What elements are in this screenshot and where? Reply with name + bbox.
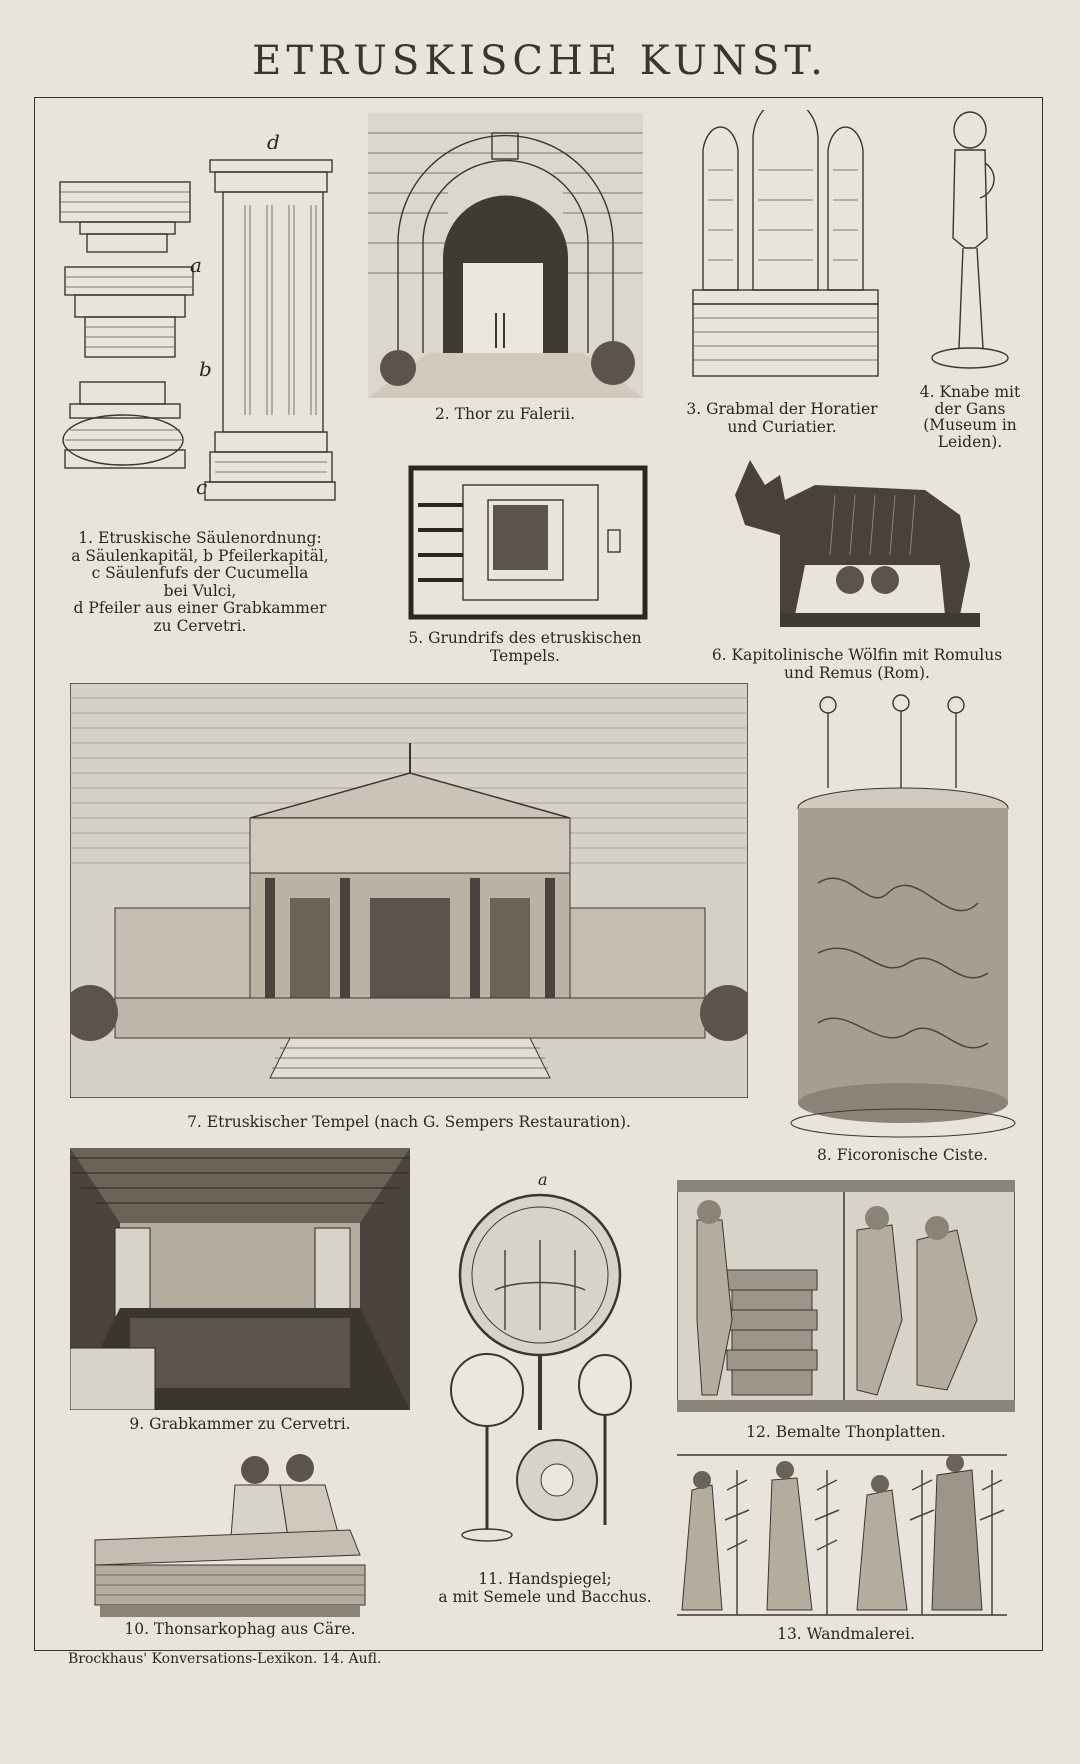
caption-line: und Curiatier. — [727, 417, 837, 436]
caption-line: der Gans — [934, 399, 1006, 418]
figure-13-caption: 13. Wandmalerei. — [677, 1625, 1015, 1644]
figure-2-gate — [368, 113, 643, 398]
figure-9-tomb-chamber — [70, 1148, 410, 1410]
caption-line: zu Cervetri. — [153, 616, 247, 635]
figure-1-letter-a: a — [190, 253, 202, 277]
caption-line: 2. Thor zu Falerii. — [434, 405, 576, 423]
painted-plates-illustration — [677, 1180, 1015, 1412]
figure-1-letter-d: d — [267, 130, 280, 154]
caption-line: 6. Kapitolinische Wölfin mit Romulus — [711, 646, 1003, 664]
figure-1-letter-c: c — [196, 475, 208, 499]
tomb-chamber-illustration — [70, 1148, 410, 1410]
figure-5-temple-plan — [408, 465, 648, 620]
caption-line: und Remus (Rom). — [784, 663, 930, 682]
figure-11-letter-a: a — [538, 1170, 548, 1189]
caption-line: d Pfeiler aus einer Grabkammer — [73, 599, 327, 617]
caption-line: 1. Etruskische Säulenordnung: — [78, 529, 322, 547]
figure-1-letter-b: b — [199, 357, 212, 381]
caption-line: a Säulenkapitäl, b Pfeilerkapitäl, — [71, 546, 329, 565]
figure-12-painted-plates — [677, 1180, 1015, 1412]
wall-painting-illustration — [677, 1454, 1007, 1616]
temple-plan-illustration — [408, 465, 648, 620]
gate-illustration — [368, 113, 643, 398]
sarcophagus-illustration — [94, 1454, 366, 1617]
caption-line: Leiden). — [937, 432, 1003, 451]
figure-8-caption: 8. Ficoronische Ciste. — [790, 1146, 1015, 1165]
figure-8-cista — [788, 693, 1018, 1138]
figure-6-caption: 6. Kapitolinische Wölfin mit Romulus und… — [682, 646, 1032, 682]
caption-line: 13. Wandmalerei. — [777, 1625, 915, 1643]
she-wolf-illustration — [735, 460, 980, 627]
figure-7-caption: 7. Etruskischer Tempel (nach G. Sempers … — [70, 1113, 748, 1132]
boy-statue-illustration — [931, 111, 1009, 369]
caption-line: c Säulenfufs der Cucumella — [91, 564, 309, 582]
caption-line: a mit Semele und Bacchus. — [438, 1587, 652, 1606]
figure-3-tomb — [668, 110, 898, 385]
figure-11-hand-mirrors — [445, 1190, 645, 1545]
figure-7-temple — [70, 683, 748, 1098]
temple-illustration — [70, 683, 748, 1098]
figure-1-caption: 1. Etruskische Säulenordnung: a Säulenka… — [45, 529, 355, 635]
figure-13-wall-painting — [677, 1450, 1007, 1620]
figure-6-she-wolf — [725, 455, 990, 630]
caption-line: 7. Etruskischer Tempel (nach G. Sempers … — [187, 1113, 631, 1131]
caption-line: bei Vulci, — [163, 581, 237, 600]
figure-9-caption: 9. Grabkammer zu Cervetri. — [70, 1415, 410, 1434]
caption-line: 5. Grundrifs des etruskischen — [408, 629, 642, 647]
caption-line: Tempels. — [490, 646, 560, 665]
figure-3-caption: 3. Grabmal der Horatier und Curiatier. — [662, 400, 902, 436]
caption-line: 8. Ficoronische Ciste. — [817, 1146, 988, 1164]
caption-line: 9. Grabkammer zu Cervetri. — [129, 1415, 351, 1433]
tomb-illustration — [692, 110, 879, 377]
publication-footer: Brockhaus' Konversations-Lexikon. 14. Au… — [68, 1651, 382, 1667]
caption-line: 11. Handspiegel; — [478, 1570, 612, 1588]
caption-line: 12. Bemalte Thonplatten. — [746, 1423, 946, 1441]
cista-illustration — [790, 694, 1016, 1138]
figure-10-sarcophagus — [90, 1440, 390, 1622]
figure-10-caption: 10. Thonsarkophag aus Cäre. — [70, 1620, 410, 1639]
caption-line: 3. Grabmal der Horatier — [686, 400, 878, 418]
hand-mirrors-illustration — [450, 1193, 632, 1542]
figure-12-caption: 12. Bemalte Thonplatten. — [677, 1423, 1015, 1442]
figure-1-column-order — [55, 150, 345, 520]
figure-11-caption: 11. Handspiegel; a mit Semele und Bacchu… — [415, 1570, 675, 1606]
column-order-illustration — [59, 159, 336, 501]
figure-5-caption: 5. Grundrifs des etruskischen Tempels. — [385, 629, 665, 665]
page-title: ETRUSKISCHE KUNST. — [252, 38, 828, 84]
plate-frame — [34, 97, 1043, 1651]
figure-2-caption: 2. Thor zu Falerii. — [400, 405, 610, 424]
figure-4-caption: 4. Knabe mit der Gans (Museum in Leiden)… — [905, 384, 1035, 450]
caption-line: (Museum in — [923, 416, 1017, 434]
figure-4-boy-with-goose — [925, 108, 1015, 378]
caption-line: 4. Knabe mit — [919, 383, 1021, 401]
caption-line: 10. Thonsarkophag aus Cäre. — [124, 1620, 356, 1638]
